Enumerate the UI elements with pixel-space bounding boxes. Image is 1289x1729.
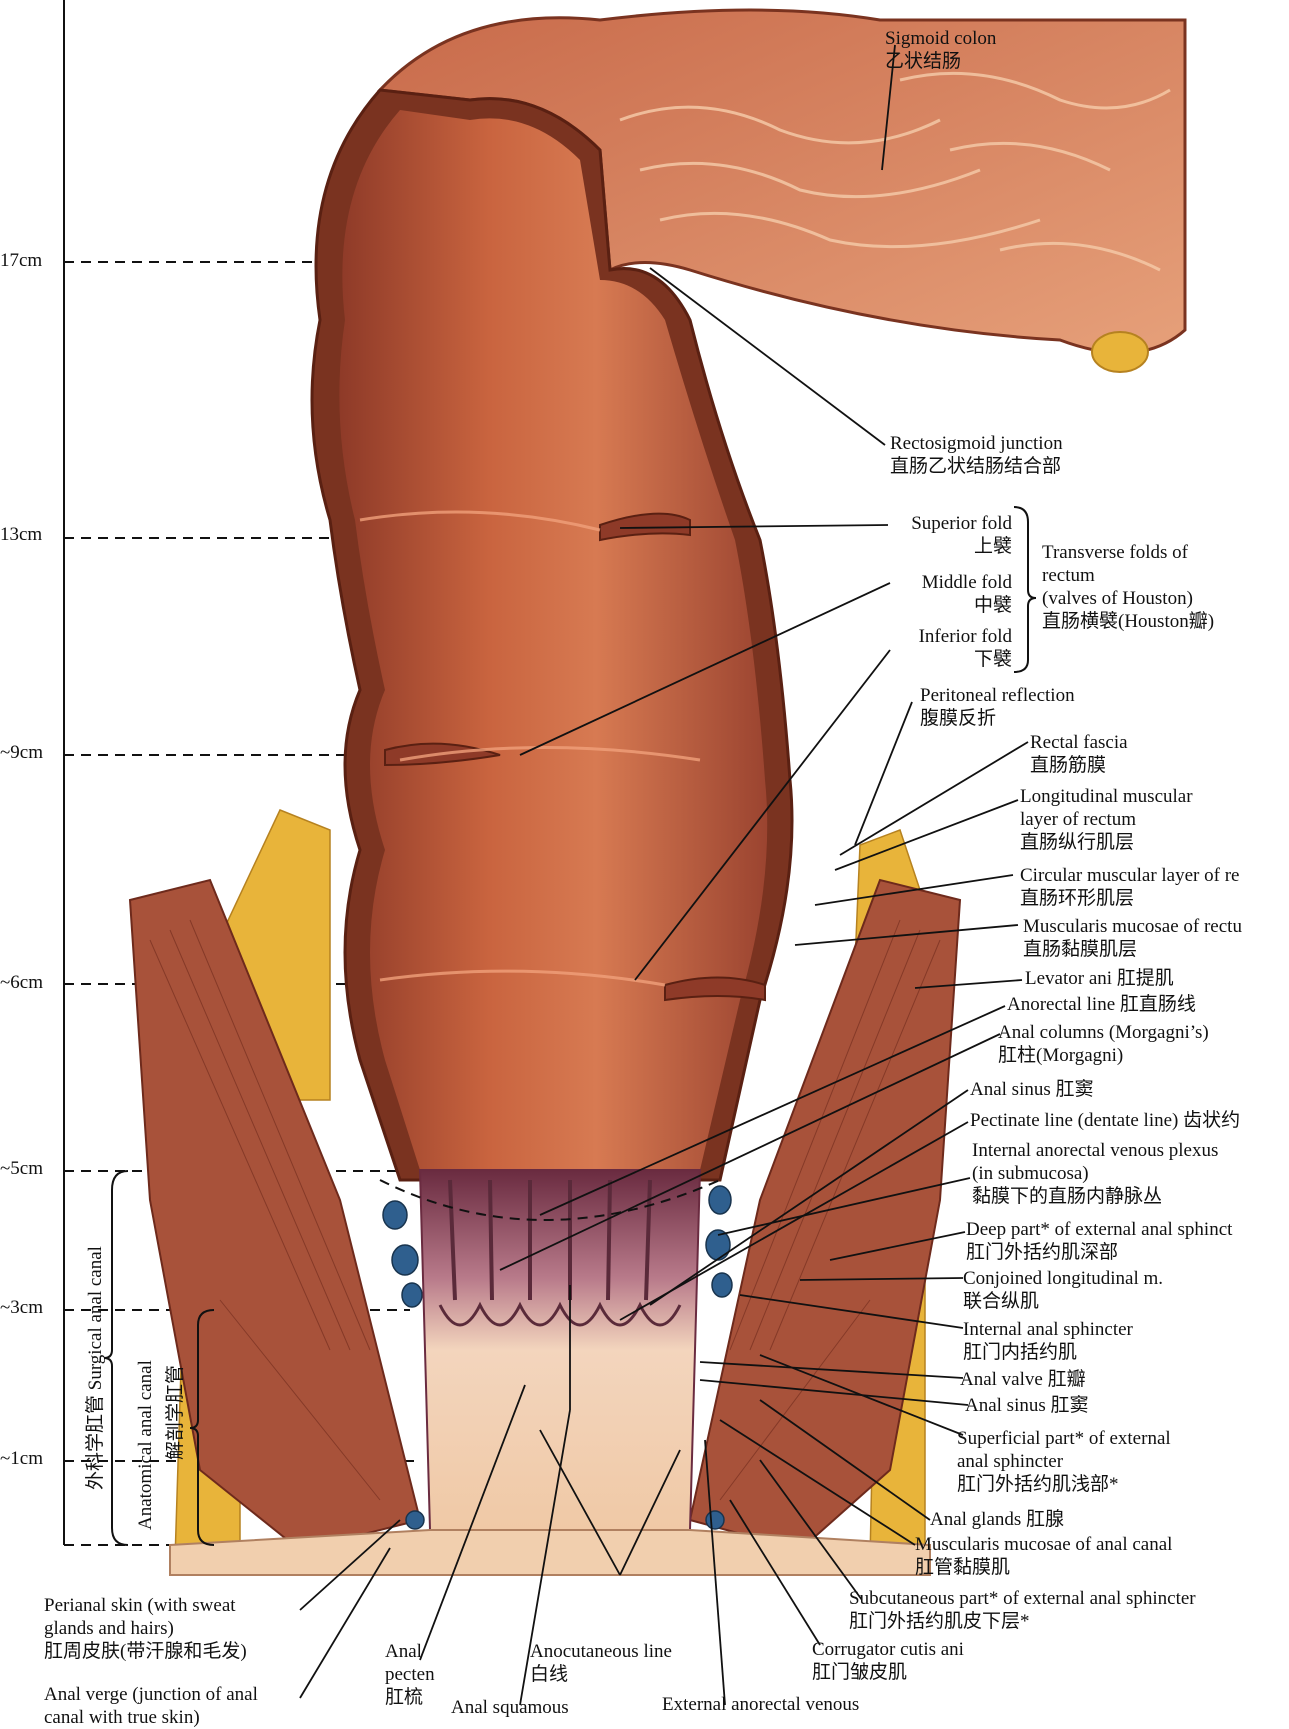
- perianal-skin: [169, 1529, 931, 1576]
- scale-17cm: 17cm: [0, 250, 43, 271]
- anal-canal: [418, 1169, 702, 1531]
- label-anal-sinus-upper: Anal sinus 肛窦: [970, 1079, 1094, 1100]
- sphincter-muscles: [128, 878, 962, 1552]
- label-anorectal-line: Anorectal line 肛直肠线: [1007, 994, 1196, 1015]
- scale-9cm: ~9cm: [0, 742, 43, 763]
- scale-3cm: ~3cm: [0, 1297, 43, 1318]
- label-external-venous-plexus: External anorectal venous: [662, 1694, 860, 1715]
- label-anal-sinus-lower: Anal sinus 肛窦: [965, 1395, 1089, 1416]
- anorectal-arc: [379, 1179, 721, 1221]
- fold-highlights: [359, 510, 701, 987]
- label-levator-ani: Levator ani 肛提肌: [1025, 968, 1174, 989]
- anatomical-anal-canal-label-en: Anatomical anal canal: [135, 1360, 156, 1530]
- canal-braces: [103, 506, 1037, 1546]
- rectum-lumen: [339, 110, 768, 1170]
- scale-5cm: ~5cm: [0, 1158, 43, 1179]
- scale-1cm: ~1cm: [0, 1448, 43, 1469]
- label-anal-columns: Anal columns (Morgagni’s)肛柱(Morgagni): [998, 1022, 1209, 1066]
- label-anal-squamous: Anal squamous: [451, 1697, 569, 1718]
- anatomical-anal-canal-label-zh: 解剖学肛管: [165, 1364, 186, 1460]
- leader-lines: [299, 44, 1029, 1706]
- label-pectinate-line: Pectinate line (dentate line) 齿状约: [970, 1110, 1241, 1131]
- muscle-striations: [149, 919, 941, 1501]
- surgical-anal-canal-label: 外科学肛管 Surgical anal canal: [85, 1246, 106, 1490]
- label-internal-venous-plexus: Internal anorectal venous plexus(in subm…: [972, 1140, 1219, 1207]
- label-anal-valve: Anal valve 肛瓣: [960, 1369, 1086, 1390]
- sigmoid-mucosal-folds: [619, 71, 1171, 272]
- label-subcutaneous-external-sphincter: Subcutaneous part* of external anal sphi…: [849, 1588, 1196, 1632]
- label-conjoined-longitudinal: Conjoined longitudinal m.联合纵肌: [963, 1268, 1164, 1312]
- anal-valves: [438, 1301, 682, 1327]
- anal-columns: [448, 1179, 652, 1301]
- scale-6cm: ~6cm: [0, 972, 43, 993]
- scale-13cm: 13cm: [0, 524, 43, 545]
- label-anal-glands: Anal glands 肛腺: [930, 1509, 1065, 1530]
- appendix-epiploica: [1091, 331, 1149, 373]
